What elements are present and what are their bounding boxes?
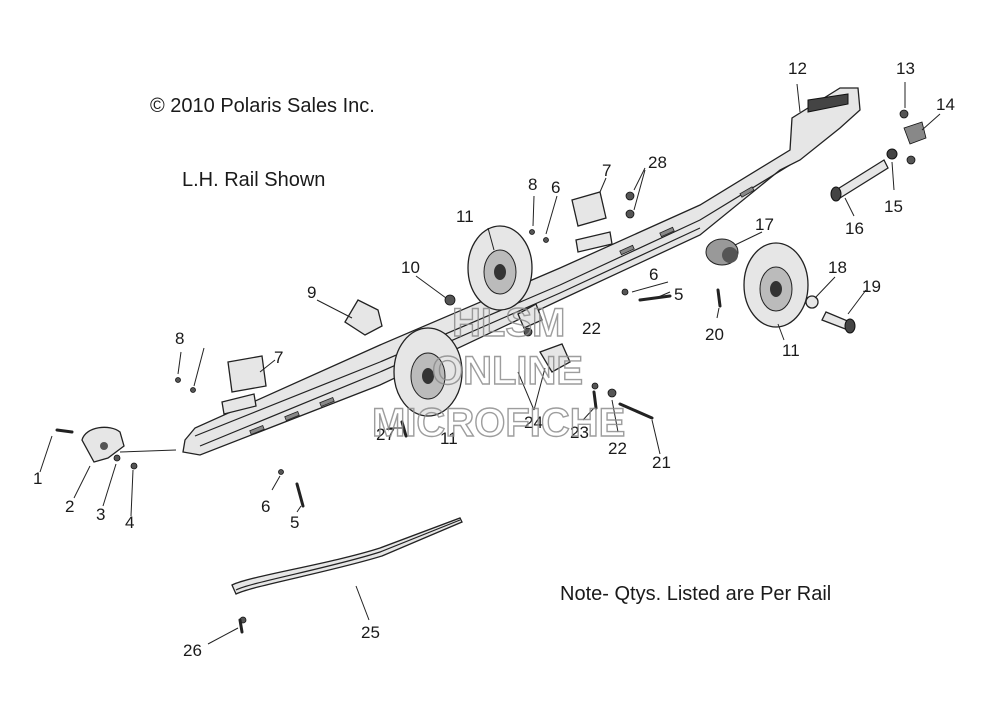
washer-rear: [805, 295, 819, 309]
watermark-line-2: ONLINE: [432, 349, 583, 393]
idler-wheel-lower: [393, 327, 463, 417]
axle-bolt-short: [821, 311, 856, 334]
callout-11a: 11: [456, 207, 474, 226]
callout-25: 25: [361, 623, 380, 642]
callout-8b: 8: [175, 329, 184, 348]
leader-lines: [39, 82, 941, 645]
callout-17: 17: [755, 215, 774, 234]
callout-4: 4: [125, 513, 134, 532]
slide-clip-lower: [221, 355, 267, 415]
callout-11b: 11: [440, 429, 458, 448]
side-bracket-22: [517, 303, 571, 373]
callout-26: 26: [183, 641, 202, 660]
callout-21: 21: [652, 453, 671, 472]
rail-note: L.H. Rail Shown: [182, 169, 325, 191]
callout-23: 23: [570, 423, 589, 442]
callout-5a: 5: [674, 285, 683, 304]
callout-7b: 7: [274, 348, 283, 367]
slide-clip-upper: [571, 191, 613, 253]
callout-22b: 22: [608, 439, 627, 458]
callout-10: 10: [401, 258, 420, 277]
callout-28: 28: [648, 153, 667, 172]
callout-1: 1: [33, 469, 42, 488]
copyright-text: © 2010 Polaris Sales Inc.: [150, 95, 375, 117]
idler-wheel-rear: [743, 242, 809, 328]
callout-9: 9: [307, 283, 316, 302]
callout-8a: 8: [528, 175, 537, 194]
watermark-line-3: MICROFICHE: [372, 401, 625, 445]
rail-bracket: [344, 299, 383, 336]
callout-18: 18: [828, 258, 847, 277]
callout-12: 12: [788, 59, 807, 78]
hardware-bits: [113, 109, 927, 624]
callout-5b: 5: [290, 513, 299, 532]
callout-16: 16: [845, 219, 864, 238]
callout-labels: 1 2 3 4 5 5 6 6 6 7 7 8 8 9 10 11 11 11 …: [33, 59, 955, 660]
wheel-spacer: [705, 238, 739, 266]
axle-nut: [886, 148, 898, 160]
callout-11c: 11: [782, 341, 800, 360]
callout-24: 24: [524, 413, 543, 432]
callout-3: 3: [96, 505, 105, 524]
rail-assembly: [182, 87, 861, 456]
callout-6a: 6: [551, 178, 560, 197]
idler-wheel-upper: [467, 225, 533, 311]
qty-note: Note- Qtys. Listed are Per Rail: [560, 583, 831, 605]
hyfax-slide: [231, 517, 463, 595]
watermark: HLSM ONLINE MICROFICHE: [371, 300, 626, 445]
axle-bolt-long: [830, 159, 889, 202]
watermark-line-1: HLSM: [452, 301, 565, 345]
bolt-shafts: [55, 288, 722, 634]
callout-6c: 6: [261, 497, 270, 516]
callout-20: 20: [705, 325, 724, 344]
callout-2: 2: [65, 497, 74, 516]
callout-6b: 6: [649, 265, 658, 284]
callout-22a: 22: [582, 319, 601, 338]
callout-19: 19: [862, 277, 881, 296]
callout-13: 13: [896, 59, 915, 78]
callout-14: 14: [936, 95, 955, 114]
bumper-bolt-hole: [100, 442, 108, 450]
callout-27: 27: [376, 425, 395, 444]
callout-7a: 7: [602, 161, 611, 180]
callout-15: 15: [884, 197, 903, 216]
